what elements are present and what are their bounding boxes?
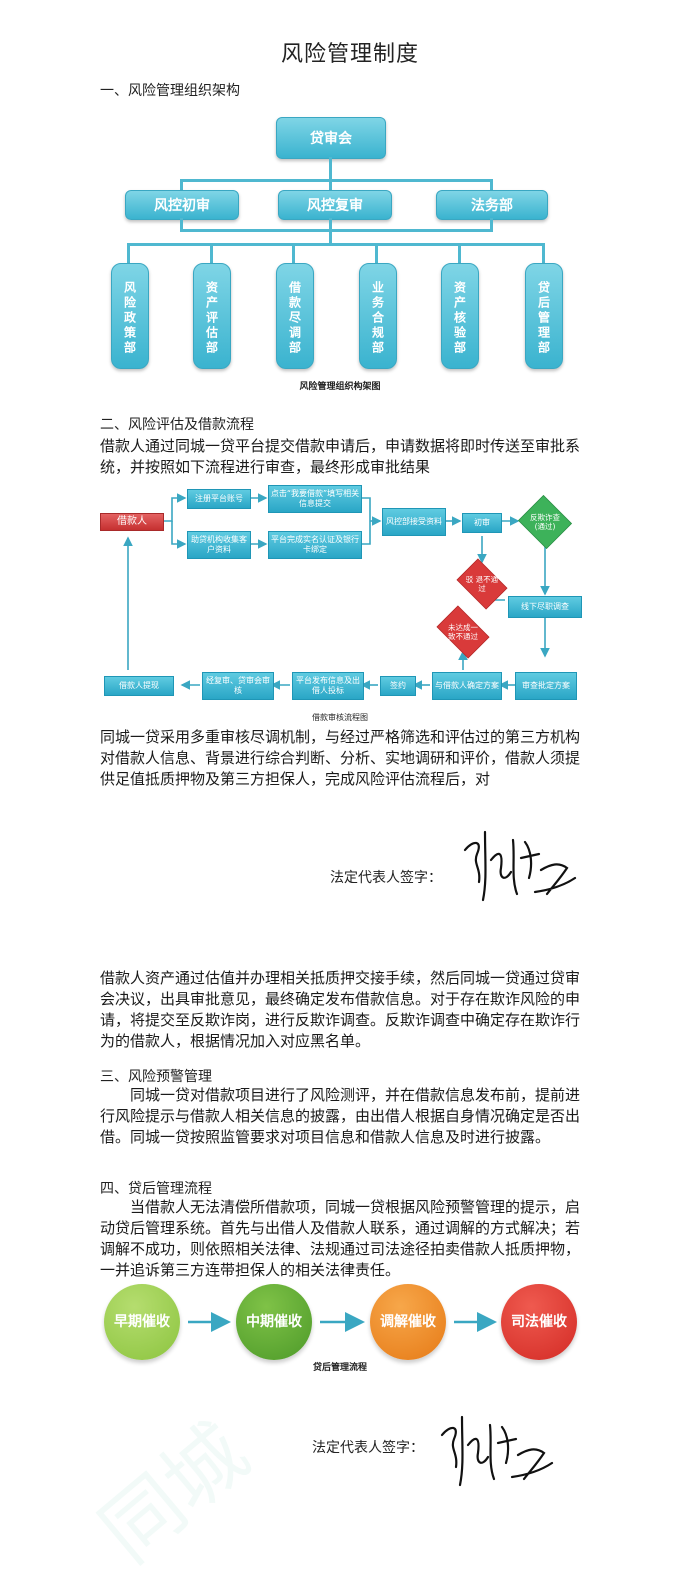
- flow-publish: 平台发布信息及出借人投标: [292, 672, 364, 700]
- org-mid-box-1: 风控初审: [125, 190, 239, 220]
- flow-borrower: 借款人: [100, 513, 164, 531]
- postloan-step-1: 早期催收: [104, 1284, 180, 1360]
- watermark: 同城: [83, 1405, 266, 1581]
- org-dept-2: 资产评估部: [193, 263, 231, 369]
- signature-label-2: 法定代表人签字：: [312, 1440, 424, 1456]
- section4-heading: 四、贷后管理流程: [100, 1181, 212, 1197]
- flow-withdraw: 借款人提现: [104, 676, 174, 696]
- org-mid-box-2: 风控复审: [278, 190, 392, 220]
- flow-verify: 平台完成实名认证及银行卡绑定: [268, 531, 362, 559]
- section3-heading: 三、风险预警管理: [100, 1069, 212, 1085]
- postloan-step-3: 调解催收: [370, 1284, 446, 1360]
- org-dept-4: 业务合规部: [359, 263, 397, 369]
- section4-text: 当借款人无法清偿所借款项，同城一贷根据风险预警管理的提示，启动贷后管理系统。首先…: [100, 1198, 581, 1279]
- postloan-step-4: 司法催收: [501, 1284, 577, 1360]
- flow-register: 注册平台账号: [187, 489, 251, 509]
- signature-1: [463, 830, 577, 902]
- section2-para1: 同城一贷采用多重审核尽调机制，与经过严格筛选和评估过的第三方机构对借款人信息、背…: [100, 728, 581, 788]
- flow-first-review: 初审: [462, 513, 502, 533]
- page-title: 风险管理制度: [280, 42, 419, 67]
- postloan-caption: 贷后管理流程: [312, 1363, 367, 1373]
- section2-intro: 借款人通过同城一贷平台提交借款申请后，申请数据将即时传送至审批系统，并按照如下流…: [100, 437, 581, 476]
- postloan-step-2: 中期催收: [236, 1284, 312, 1360]
- flow-approve-plan: 审查批定方案: [515, 672, 577, 700]
- flow-not-agreed-diamond: 未达成一致不通过: [433, 605, 493, 659]
- org-chart: 贷审会 风控初审 风控复审 法务部 风险政策部 资产评估部 借款尽调部 业务合规…: [0, 0, 700, 380]
- flow-agency-collect: 助贷机构收集客户资料: [187, 531, 251, 559]
- section2-heading: 二、风险评估及借款流程: [100, 417, 254, 433]
- org-dept-6: 贷后管理部: [525, 263, 563, 369]
- loan-flow-diagram: 借款人 注册平台账号 点击“我要借款”填写相关信息提交 助贷机构收集客户资料 平…: [0, 480, 700, 710]
- org-chart-caption: 风险管理组织构架图: [299, 382, 381, 392]
- org-dept-5: 资产核验部: [441, 263, 479, 369]
- org-dept-1: 风险政策部: [111, 263, 149, 369]
- flow-antifraud-diamond: 反欺诈查(通过): [518, 495, 572, 549]
- postloan-flow: 早期催收 中期催收 调解催收 司法催收: [0, 1280, 700, 1370]
- signature-2: [440, 1415, 554, 1487]
- section1-heading: 一、风险管理组织架构: [100, 83, 240, 99]
- flow-click-apply: 点击“我要借款”填写相关信息提交: [268, 485, 362, 513]
- flow-negotiate: 与借款人确定方案: [432, 672, 502, 700]
- flow-final-review: 经复审、贷审会审核: [202, 672, 274, 700]
- section2-para2: 借款人资产通过估值并办理相关抵质押交接手续，然后同城一贷通过贷审会决议，出具审批…: [100, 969, 581, 1050]
- signature-label-1: 法定代表人签字：: [330, 870, 442, 886]
- flow-offline-dd: 线下尽职调查: [508, 596, 582, 618]
- loan-flow-caption: 借款审核流程图: [312, 713, 368, 722]
- flow-risk-receive: 风控部接受资料: [382, 508, 446, 536]
- flow-reject-diamond: 驳 退不通过: [454, 558, 510, 610]
- org-top-box: 贷审会: [276, 117, 386, 159]
- org-mid-box-3: 法务部: [436, 190, 548, 220]
- flow-sign: 签约: [380, 676, 416, 696]
- org-dept-3: 借款尽调部: [276, 263, 314, 369]
- section3-text: 同城一贷对借款项目进行了风险测评，并在借款信息发布前，提前进行风险提示与借款人相…: [100, 1086, 581, 1146]
